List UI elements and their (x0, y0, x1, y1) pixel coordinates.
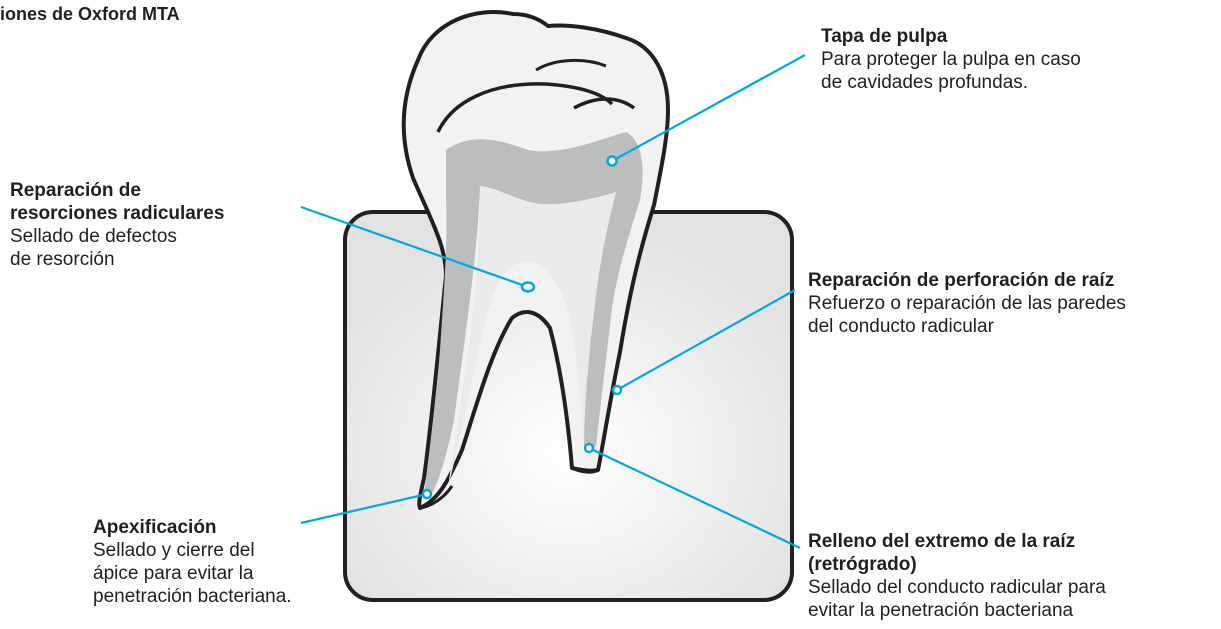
label-apexification-desc-1: Sellado y cierre del (93, 539, 292, 562)
label-apexification: Apexificación Sellado y cierre del ápice… (93, 516, 292, 608)
label-resorption-title-2: resorciones radiculares (10, 202, 224, 225)
label-pulp-cap-desc-1: Para proteger la pulpa en caso (821, 48, 1081, 71)
label-pulp-cap-desc-2: de cavidades profundas. (821, 71, 1081, 94)
label-resorption: Reparación de resorciones radiculares Se… (10, 179, 224, 271)
label-apexification-title: Apexificación (93, 516, 292, 539)
label-perforation: Reparación de perforación de raíz Refuer… (808, 269, 1126, 338)
marker-apexification (423, 490, 431, 498)
label-root-end-desc-1: Sellado del conducto radicular para (808, 576, 1106, 599)
label-root-end-desc-2: evitar la penetración bacteriana (808, 599, 1106, 622)
label-resorption-desc-2: de resorción (10, 248, 224, 271)
label-resorption-title-1: Reparación de (10, 179, 224, 202)
label-apexification-desc-2: ápice para evitar la (93, 562, 292, 585)
marker-pulp-cap (608, 157, 617, 166)
label-perforation-desc-2: del conducto radicular (808, 315, 1126, 338)
label-root-end-title-1: Relleno del extremo de la raíz (808, 530, 1106, 553)
marker-perforation (613, 386, 621, 394)
label-pulp-cap: Tapa de pulpa Para proteger la pulpa en … (821, 25, 1081, 94)
label-apexification-desc-3: penetración bacteriana. (93, 585, 292, 608)
label-perforation-desc-1: Refuerzo o reparación de las paredes (808, 292, 1126, 315)
marker-resorption (522, 283, 534, 292)
label-root-end-title-2: (retrógrado) (808, 553, 1106, 576)
label-root-end: Relleno del extremo de la raíz (retrógra… (808, 530, 1106, 622)
label-pulp-cap-title: Tapa de pulpa (821, 25, 1081, 48)
label-resorption-desc-1: Sellado de defectos (10, 225, 224, 248)
label-perforation-title: Reparación de perforación de raíz (808, 269, 1126, 292)
marker-root-end (585, 444, 593, 452)
